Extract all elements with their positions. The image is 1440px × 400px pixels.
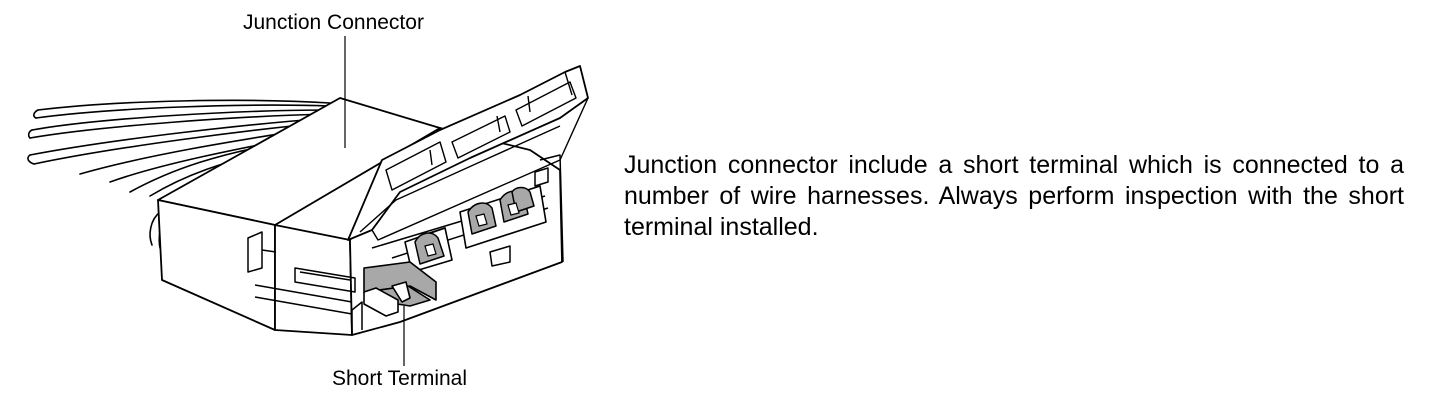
- short-terminal-prongs: [363, 281, 411, 317]
- short-terminal-label: Short Terminal: [332, 367, 468, 390]
- terminal-slots: [424, 202, 520, 257]
- leader-lines: [344, 36, 405, 366]
- junction-connector-label: Junction Connector: [243, 11, 424, 34]
- description-text: Junction connector include a short termi…: [624, 151, 1404, 241]
- lid-details: [359, 71, 589, 241]
- junction-connector-illustration: [27, 36, 589, 366]
